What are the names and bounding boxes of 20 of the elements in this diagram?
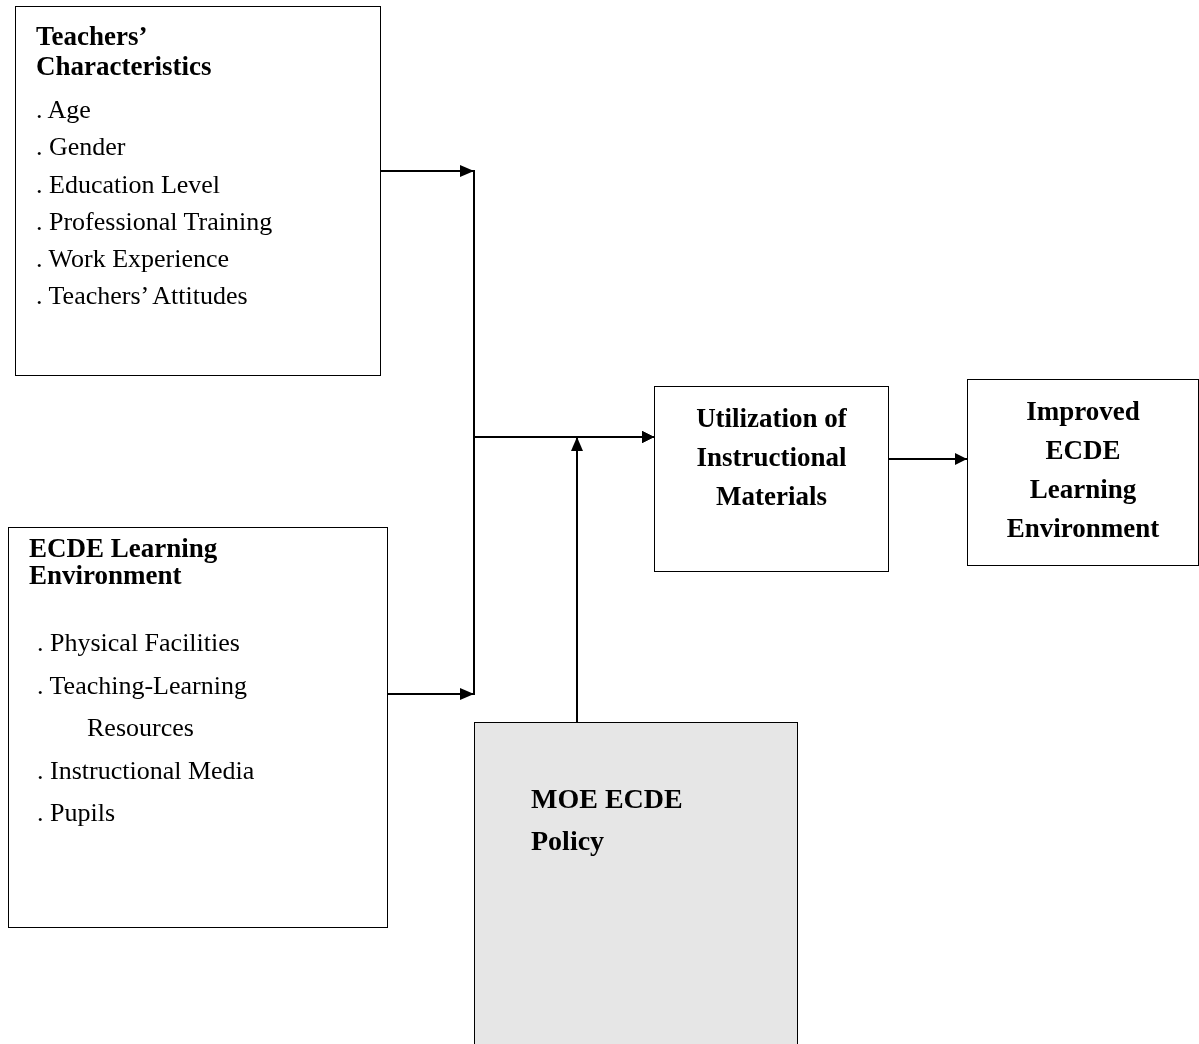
process-box [474,722,798,1044]
box-label: MOE ECDE Policy [531,782,684,858]
box-label: Utilization of Instructional Materials [695,402,848,513]
list-item: . Education Level [36,168,222,201]
list-item: . Work Experience [36,243,231,276]
process-box [967,379,1199,566]
process-box [8,527,388,928]
box-label: Improved ECDE Learning Environment [1005,395,1161,545]
list-item: . Professional Training [36,205,274,238]
list-item: . Instructional Media [37,754,256,787]
process-box [15,6,381,376]
list-item: . Physical Facilities [37,627,241,659]
box-heading: ECDE Learning Environment [29,535,219,589]
box-heading: Teachers’ Characteristics [36,21,213,81]
process-box [654,386,889,572]
list-item: . Age [36,94,92,126]
list-item: . Teaching-Learning Resources [37,669,248,744]
list-item: . Teachers’ Attitudes [36,280,249,313]
list-item: . Gender [36,131,127,164]
list-item: . Pupils [37,797,117,829]
